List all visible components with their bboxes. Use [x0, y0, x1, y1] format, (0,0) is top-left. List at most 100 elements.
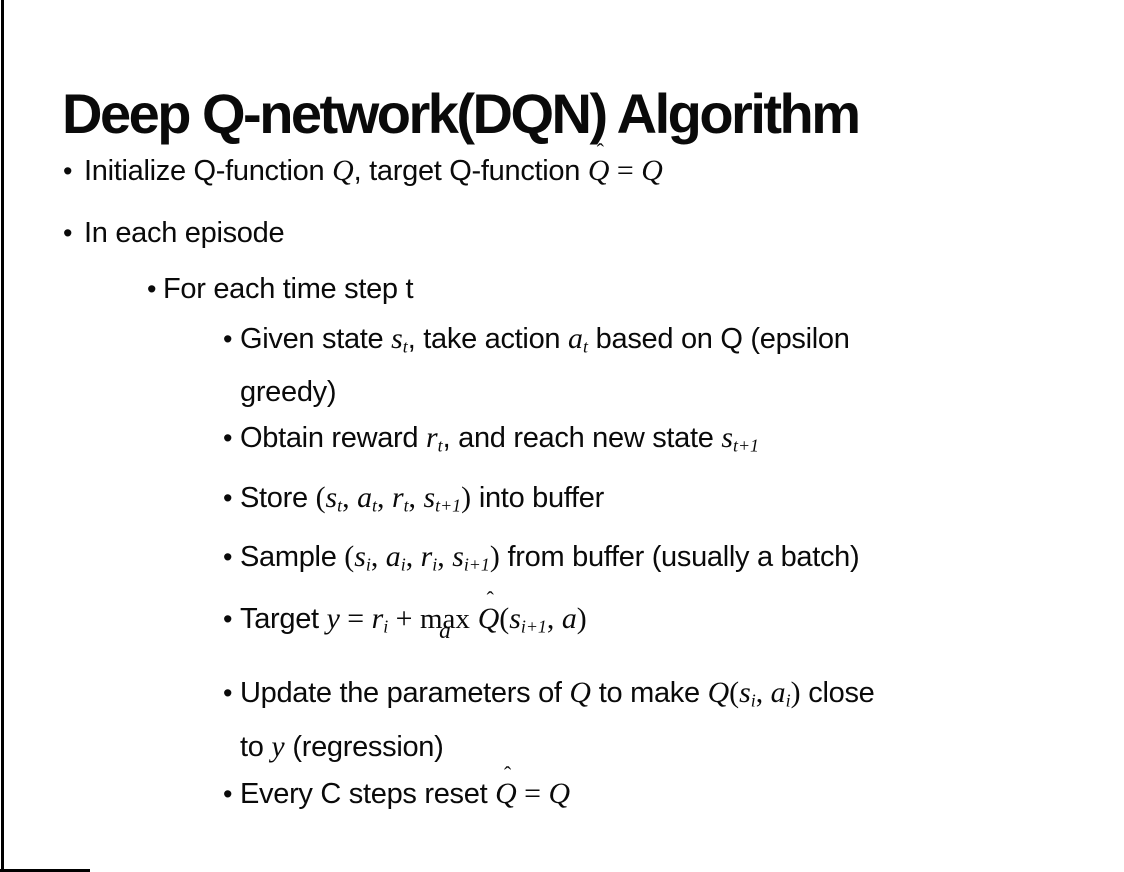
math-sub-base: r — [426, 421, 438, 455]
math-subscript: t — [372, 495, 377, 516]
math-sub-base: s — [354, 540, 366, 574]
math-var-subscripted: si+1 — [452, 540, 490, 574]
math-sub-base: s — [391, 322, 403, 355]
math-subscript: t — [437, 435, 443, 456]
hat-accent-icon: ˆ — [504, 761, 512, 786]
math-sub-base: r — [420, 540, 433, 574]
math-hat-base: Q — [495, 776, 517, 810]
bullet-dot-icon: • — [223, 423, 233, 454]
math-sub-base: a — [568, 322, 583, 355]
math-subscript: i+1 — [520, 616, 547, 637]
math-var: Q — [548, 776, 571, 810]
text-run: Update the parameters of — [240, 677, 570, 710]
math-operator: , — [377, 480, 392, 514]
hat-accent-icon: ˆ — [486, 586, 494, 611]
math-var-subscripted: st+1 — [721, 421, 759, 456]
text-run: into buffer — [471, 481, 604, 514]
math-var: y — [326, 601, 340, 635]
math-operator: , — [437, 540, 453, 574]
math-subscript: i — [365, 554, 371, 575]
text-run: , take action — [407, 323, 568, 355]
text-run: , and reach new state — [442, 422, 722, 455]
bullet-text: Sample (si, ai, ri, si+1) from buffer (u… — [240, 534, 860, 587]
math-sub-base: s — [509, 601, 521, 635]
math-subscript: t+1 — [435, 495, 462, 516]
math-var-subscripted: st — [391, 322, 408, 357]
math-var: y — [271, 729, 285, 763]
math-operator: ( — [499, 601, 510, 635]
text-run — [470, 603, 478, 635]
math-sub-base: s — [739, 676, 751, 710]
text-run: Target — [240, 602, 327, 635]
math-subscript: t+1 — [732, 435, 759, 456]
math-operator: , — [370, 540, 386, 574]
math-operator: ( — [315, 480, 326, 514]
math-operator: + — [388, 601, 420, 635]
math-operator: ( — [729, 676, 740, 710]
bullet-dot-icon: • — [223, 678, 233, 709]
math-var-subscripted: at — [568, 322, 588, 357]
math-max-under-arg: a — [439, 618, 451, 645]
text-run: based on Q (epsilon — [587, 323, 850, 355]
math-subscript: i — [383, 616, 389, 637]
text-run: (regression) — [284, 730, 444, 763]
math-var-subscripted: si — [739, 676, 756, 711]
math-hat-base: Q — [587, 154, 610, 187]
math-max-label: max — [420, 602, 470, 635]
math-var: Q — [707, 676, 730, 710]
math-subscript: t — [402, 336, 408, 357]
math-subscript: i — [750, 690, 756, 711]
bullet-item: •Obtain reward rt, and reach new state s… — [0, 415, 1082, 468]
slide-title: Deep Q-network(DQN) Algorithm — [62, 81, 861, 145]
bullet-text: In each episode — [84, 210, 285, 256]
text-run: Every C steps reset — [240, 777, 496, 810]
bullet-text: For each time step t — [163, 266, 414, 312]
math-sub-base: s — [325, 480, 338, 514]
math-operator: ( — [344, 540, 355, 574]
math-sub-base: s — [452, 540, 464, 574]
bullet-item: •Initialize Q-function Q, target Q-funct… — [0, 140, 1082, 194]
math-operator: = — [516, 776, 549, 810]
math-subscript: t — [403, 495, 409, 516]
bullet-item: •Update the parameters of Q to make Q(si… — [0, 670, 1082, 769]
math-subscript: t — [582, 336, 588, 357]
bullet-item: •Given state st, take action at based on… — [0, 316, 1082, 415]
math-var-subscripted: ai — [771, 676, 791, 710]
math-var: Q — [569, 676, 591, 710]
bullet-dot-icon: • — [223, 324, 233, 354]
math-sub-base: r — [371, 601, 384, 635]
math-operator: ) — [790, 676, 801, 710]
math-var-subscripted: ai — [386, 540, 406, 575]
bullet-dot-icon: • — [63, 218, 73, 248]
math-hat-base: Q — [477, 601, 500, 635]
math-var: a — [561, 601, 577, 635]
text-run: close — [800, 677, 875, 710]
left-border-line — [1, 0, 4, 872]
math-var-subscripted: ri — [371, 601, 389, 637]
math-var-subscripted: si+1 — [509, 601, 547, 637]
math-var-subscripted: si — [354, 540, 371, 575]
math-operator: , — [408, 480, 424, 514]
text-run: Initialize Q-function — [84, 155, 333, 187]
math-operator: ) — [576, 601, 587, 635]
math-var: Q — [332, 154, 354, 187]
bullet-item: • In each episode — [0, 210, 1082, 256]
math-operator: ) — [461, 480, 472, 514]
math-sub-base: a — [357, 480, 373, 514]
bullet-item: •Sample (si, ai, ri, si+1) from buffer (… — [0, 534, 1082, 587]
math-sub-base: r — [391, 480, 404, 514]
math-sub-base: s — [721, 421, 733, 455]
math-sub-base: s — [423, 480, 436, 514]
math-subscript: i — [400, 554, 406, 575]
math-operator: , — [546, 601, 562, 635]
bullet-text: Initialize Q-function Q, target Q-functi… — [84, 140, 663, 194]
math-var-subscripted: at — [357, 480, 377, 516]
bullet-dot-icon: • — [147, 274, 157, 304]
math-subscript: t — [337, 495, 343, 516]
